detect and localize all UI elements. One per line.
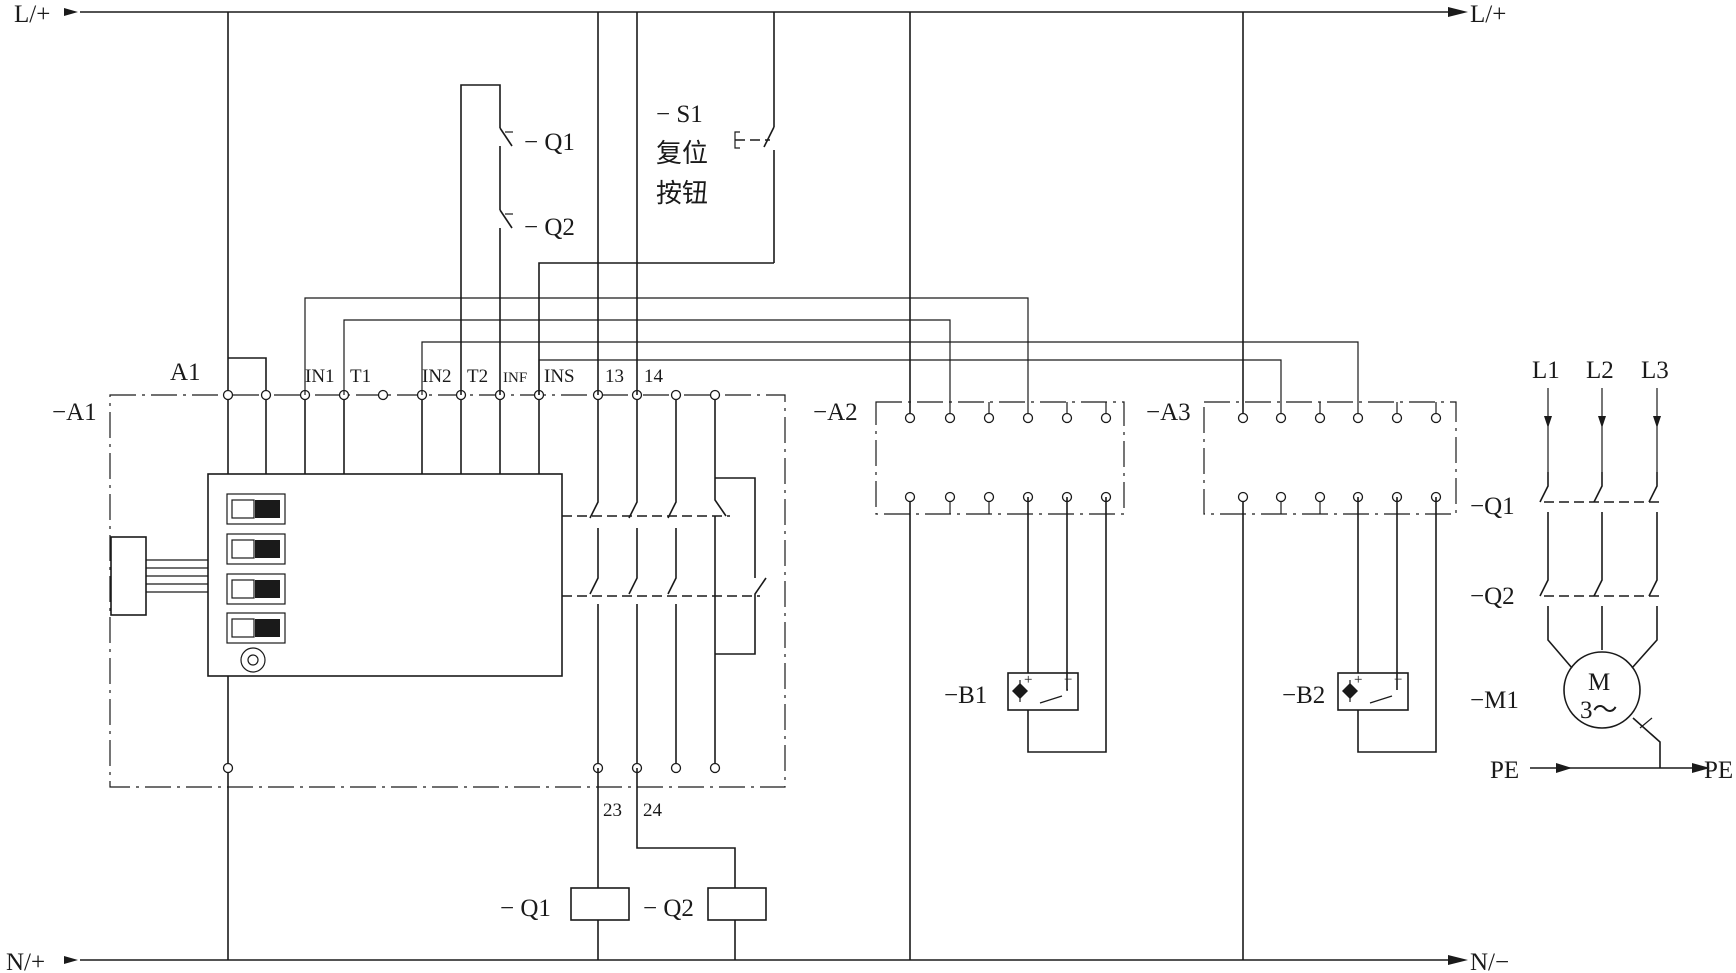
reset-button-label-line1: 复位 xyxy=(656,139,708,169)
motor-type: 3～ xyxy=(1580,697,1618,724)
relay-electronics-block xyxy=(207,473,563,677)
rail-label-top-left: L/+ xyxy=(14,1,50,28)
rail-label-bottom-right: N/− xyxy=(1470,949,1509,973)
pe-label-right: PE xyxy=(1704,757,1733,784)
reset-button-label-line2: 按钮 xyxy=(656,179,708,209)
dip-switches xyxy=(226,493,286,644)
sensor-b2-minus: − xyxy=(1394,672,1402,688)
terminal-label-13: 13 xyxy=(605,366,624,387)
motor-letter: M xyxy=(1588,669,1610,696)
reset-button-s1 xyxy=(538,12,775,395)
terminal-label-23: 23 xyxy=(603,800,622,821)
reset-button-designation: − S1 xyxy=(656,101,703,128)
terminal-label-in2: IN2 xyxy=(422,366,452,387)
pe-label-left: PE xyxy=(1490,757,1519,784)
sensor-b1-minus: − xyxy=(1064,672,1072,688)
terminal-label-14: 14 xyxy=(644,366,664,387)
coil-q2-label: − Q2 xyxy=(643,895,694,922)
coils xyxy=(570,768,767,960)
top-rail xyxy=(64,7,1468,17)
coil-q1-label: − Q1 xyxy=(500,895,551,922)
motor-contactor-q2-label: −Q2 xyxy=(1470,583,1515,610)
sensor-b2-label: −B2 xyxy=(1282,682,1325,709)
module-a3-designation: −A3 xyxy=(1146,399,1191,426)
bottom-rail xyxy=(64,955,1468,965)
sensor-b1-plus: + xyxy=(1024,672,1032,688)
terminal-label-in1: IN1 xyxy=(305,366,335,387)
terminal-label-inf: INF xyxy=(503,370,527,386)
module-a2-designation: −A2 xyxy=(813,399,858,426)
phase-label-l1: L1 xyxy=(1532,357,1560,384)
sensor-b2-plus: + xyxy=(1354,672,1362,688)
relay-bottom-terminals xyxy=(222,762,721,774)
terminal-label-a1: A1 xyxy=(170,359,201,386)
relay-enclosure xyxy=(109,394,786,788)
terminal-label-t2: T2 xyxy=(467,366,488,387)
connector-plug-icon xyxy=(110,536,208,616)
rail-label-bottom-left: N/+ xyxy=(6,949,45,973)
motor-circuit xyxy=(1530,388,1710,773)
phase-label-l3: L3 xyxy=(1641,357,1669,384)
sensor-b1 xyxy=(1007,672,1079,711)
module-a3 xyxy=(1203,12,1457,960)
terminal-label-ins: INS xyxy=(544,366,575,387)
terminal-label-24: 24 xyxy=(643,800,663,821)
feedback-contact-q1-label: − Q1 xyxy=(524,129,575,156)
feedback-contact-q2-label: − Q2 xyxy=(524,214,575,241)
safety-relay-a1 xyxy=(109,12,786,960)
terminal-label-t1: T1 xyxy=(350,366,371,387)
rail-label-top-right: L/+ xyxy=(1470,1,1506,28)
potentiometer-icon xyxy=(240,647,266,673)
output-contacts xyxy=(562,395,767,768)
motor-designation: −M1 xyxy=(1470,687,1519,714)
sensor-b2 xyxy=(1337,672,1409,711)
module-a2 xyxy=(875,12,1125,960)
sensor-b1-label: −B1 xyxy=(944,682,987,709)
relay-a1-designation: −A1 xyxy=(52,399,97,426)
phase-label-l2: L2 xyxy=(1586,357,1614,384)
feedback-loop xyxy=(460,84,513,395)
motor-contactor-q1-label: −Q1 xyxy=(1470,493,1515,520)
